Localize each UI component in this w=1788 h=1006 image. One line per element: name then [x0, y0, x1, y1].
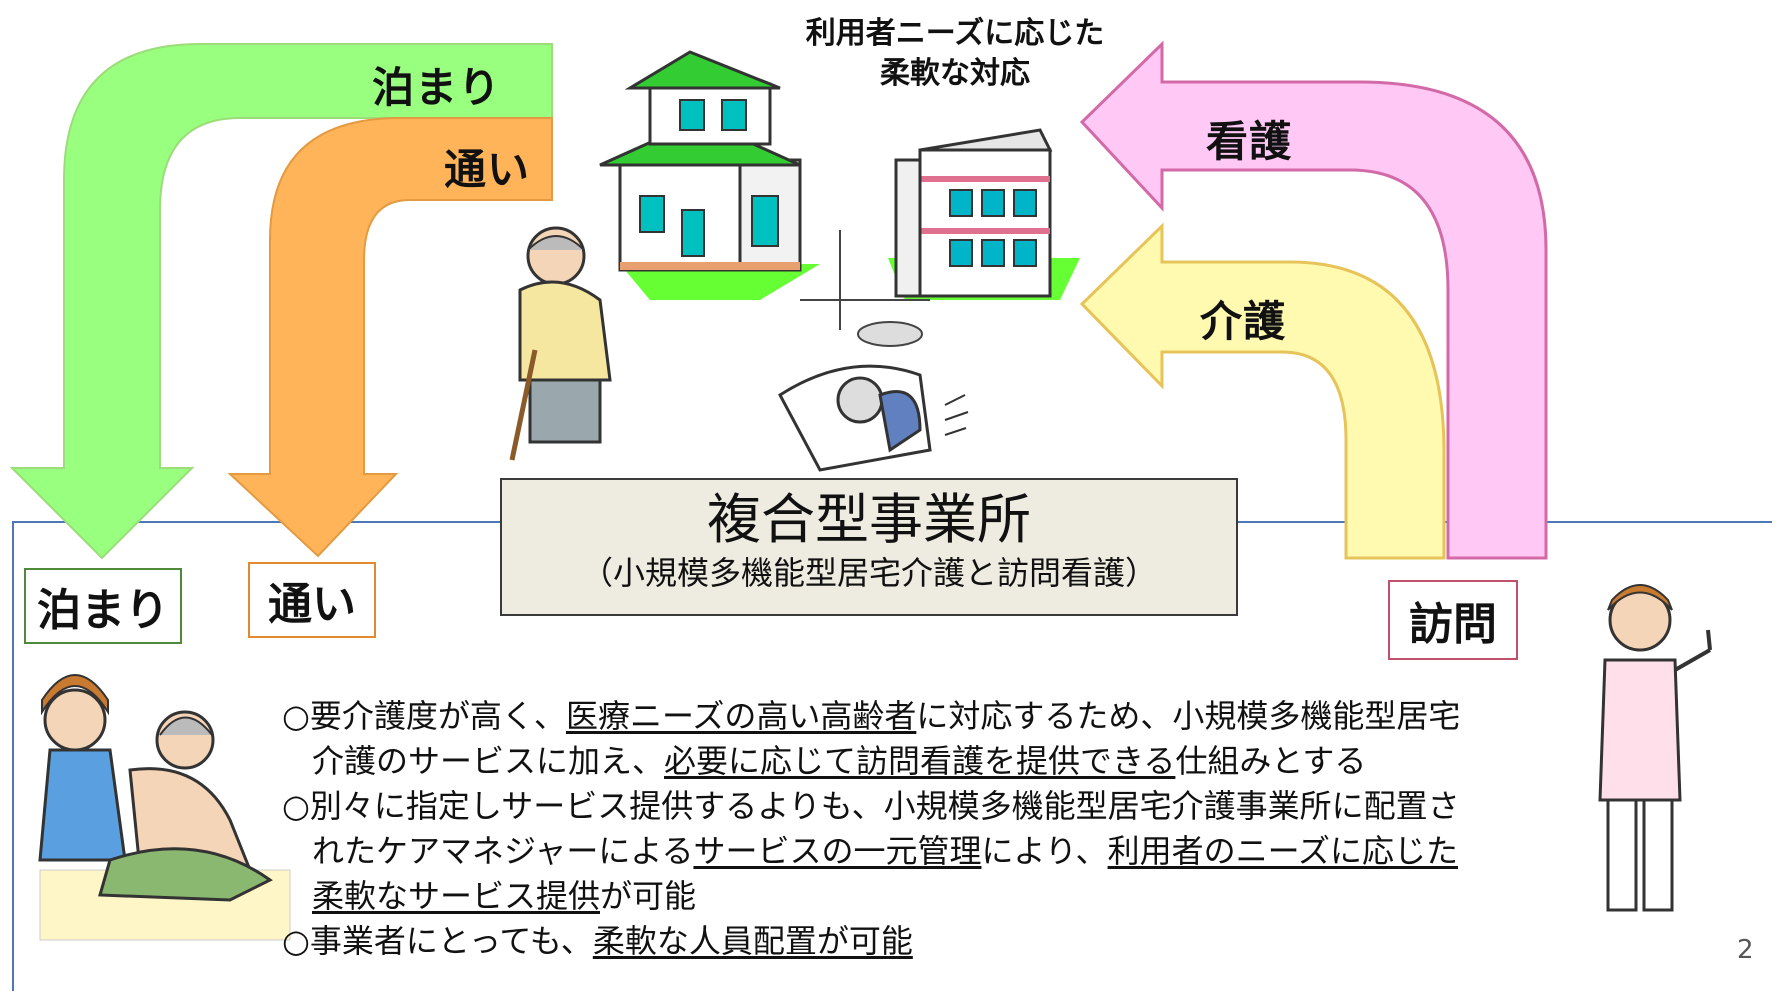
apartment-icon: [888, 128, 1080, 300]
center-title: 複合型事業所: [707, 488, 1031, 551]
text: ○事業者にとっても、: [282, 922, 593, 960]
text: が可能: [600, 877, 697, 915]
bullet-1-line-2: 介護のサービスに加え、必要に応じて訪問看護を提供できる仕組みとする: [282, 739, 1460, 784]
visit-box-label: 訪問: [1409, 599, 1497, 650]
bullet-2-line-3: 柔軟なサービス提供が可能: [282, 874, 1460, 919]
visit-box: 訪問: [1388, 580, 1518, 660]
text: 仕組みとする: [1175, 742, 1367, 780]
top-caption: 利用者ニーズに応じた 柔軟な対応: [780, 14, 1130, 94]
text: れたケアマネジャーによる: [312, 832, 694, 870]
stay-arrow-label: 泊まり: [372, 63, 502, 112]
text: ○要介護度が高く、: [282, 697, 566, 735]
underlined-text: 必要に応じて訪問看護を提供できる: [664, 742, 1176, 780]
text: 介護のサービスに加え、: [312, 742, 665, 780]
nursing-arrow-label: 看護: [1206, 117, 1293, 166]
bullet-1-line-1: ○要介護度が高く、医療ニーズの高い高齢者に対応するため、小規模多機能型居宅: [282, 694, 1460, 739]
day-box: 通い: [248, 562, 376, 638]
stay-arrow: [9, 43, 553, 560]
house-icon: [599, 50, 820, 300]
stay-box-label: 泊まり: [37, 585, 169, 636]
caregiver-bathing-icon: [38, 674, 291, 941]
day-arrow-label: 通い: [444, 145, 531, 194]
bullet-2-line-2: れたケアマネジャーによるサービスの一元管理により、利用者のニーズに応じた: [282, 829, 1460, 874]
day-arrow: [227, 117, 553, 558]
day-box-label: 通い: [268, 579, 356, 630]
bedridden-patient-icon: [778, 230, 969, 472]
elderly-man-icon: [509, 226, 612, 461]
underlined-text: 柔軟なサービス提供: [312, 877, 601, 915]
bullet-3-line-1: ○事業者にとっても、柔軟な人員配置が可能: [282, 919, 1460, 964]
underlined-text: 柔軟な人員配置が可能: [592, 922, 913, 960]
text: により、: [981, 832, 1108, 870]
care-arrow: [1079, 222, 1446, 560]
top-caption-line1: 利用者ニーズに応じた: [805, 16, 1105, 51]
nursing-arrow: [1079, 40, 1548, 560]
underlined-text: 医療ニーズの高い高齢者: [565, 697, 917, 735]
bullet-2-line-1: ○別々に指定しサービス提供するよりも、小規模多機能型居宅介護事業所に配置さ: [282, 784, 1460, 829]
text: に対応するため、小規模多機能型居宅: [916, 697, 1461, 735]
top-caption-line2: 柔軟な対応: [880, 56, 1030, 91]
care-arrow-label: 介護: [1200, 297, 1287, 346]
center-box: 複合型事業所 （小規模多機能型居宅介護と訪問看護）: [500, 478, 1238, 616]
center-subtitle: （小規模多機能型居宅介護と訪問看護）: [580, 554, 1157, 592]
page-number: 2: [1737, 935, 1754, 965]
text: ○別々に指定しサービス提供するよりも、小規模多機能型居宅介護事業所に配置さ: [282, 787, 1460, 825]
underlined-text: サービスの一元管理: [693, 832, 982, 870]
underlined-text: 利用者のニーズに応じた: [1107, 832, 1458, 870]
nurse-icon: [1598, 584, 1712, 912]
description: ○要介護度が高く、医療ニーズの高い高齢者に対応するため、小規模多機能型居宅 介護…: [282, 694, 1460, 964]
stay-box: 泊まり: [24, 568, 182, 644]
